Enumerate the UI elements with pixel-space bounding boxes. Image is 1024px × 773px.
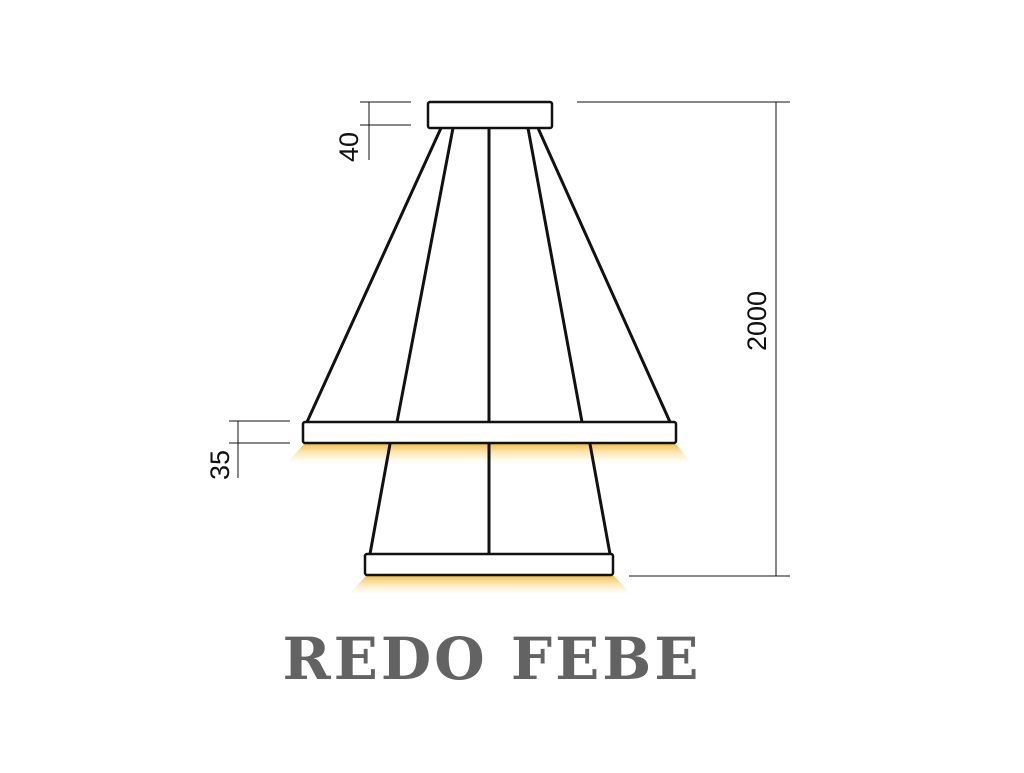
lower-ring-light-glow [350,576,630,593]
suspension-cable [536,126,672,424]
overall-height-dimension [577,101,790,577]
overall-height-label: 2000 [742,291,772,351]
upper-ring [301,420,678,445]
canopy-height-dimension [360,101,411,160]
suspension-cable [305,126,443,424]
suspension-cable [395,126,455,424]
ceiling-canopy [426,100,554,130]
suspension-cable [368,442,392,556]
canopy-height-label: 40 [334,132,364,162]
lower-suspension-cables [368,442,612,556]
product-name: REDO FEBE [282,625,702,693]
suspension-cable [588,442,612,556]
upper-suspension-cables [305,126,672,424]
lower-ring [363,552,615,577]
suspension-cable [526,126,584,424]
upper-ring-height-label: 35 [205,450,235,480]
upper-ring-height-dimension [229,420,290,478]
